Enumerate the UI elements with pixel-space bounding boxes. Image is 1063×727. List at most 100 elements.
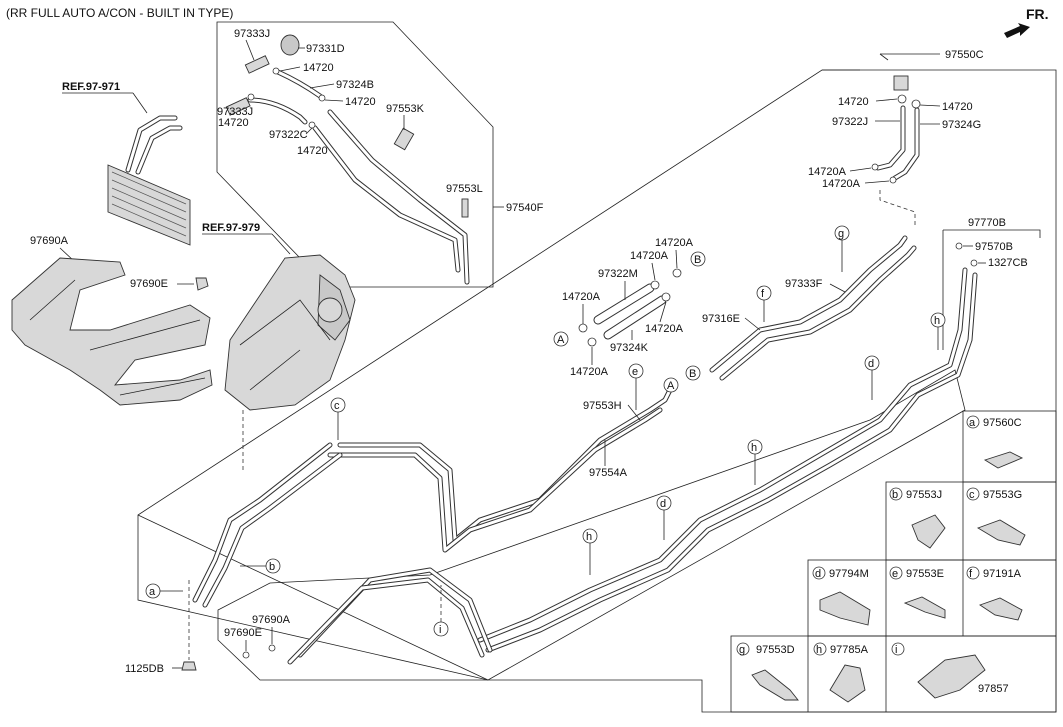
clip-97553G-icon [976,519,1026,546]
oring-14720-c [247,93,255,101]
grommet-97857-icon [917,654,986,699]
label-14720-b: 14720 [345,96,376,108]
label-97690E-l: 97690E [224,627,262,639]
legend-97560C: 97560C [983,417,1022,429]
label-97322C: 97322C [269,129,308,141]
svg-text:f: f [761,288,765,300]
label-14720-d: 14720 [297,145,328,157]
cap-97550C [893,75,909,91]
clip-97553L [461,198,469,218]
oring-97690A-r [955,242,963,250]
cap-97331D [280,34,300,56]
hvac-unit [224,254,356,411]
svg-text:b: b [269,561,275,573]
label-14720-a: 14720 [303,62,334,74]
svg-text:d: d [660,498,666,510]
ref-97-971: REF.97-971 [62,81,120,93]
oring-14720-e [897,94,907,104]
main-outline-box [137,69,1057,713]
inset-box-97540F [216,21,494,288]
label-14720A-a: 14720A [808,166,847,178]
clip-1327CB [195,277,209,291]
svg-text:a: a [969,417,976,429]
label-97322M: 97322M [598,268,638,280]
label-97550C: 97550C [945,49,984,61]
svg-text:c: c [334,400,340,412]
legend-97857: 97857 [978,683,1009,695]
oring-14720A-g [587,337,597,347]
svg-text:b: b [892,489,898,501]
label-14720A-d: 14720A [630,250,669,262]
oring-14720-d [308,121,316,129]
duct-97570B [11,257,213,406]
legend-97553J: 97553J [906,489,942,501]
label-97324B: 97324B [336,79,374,91]
label-97690A-l: 97690A [252,614,291,626]
label-14720-f: 14720 [942,101,973,113]
svg-text:h: h [934,315,940,327]
bracket-97191A-icon [978,597,1023,621]
svg-text:e: e [892,568,898,580]
svg-text:g: g [739,644,745,656]
svg-text:g: g [838,228,844,240]
legend-97553E: 97553E [906,568,944,580]
label-14720-e: 14720 [838,96,869,108]
label-1125DB: 1125DB [125,663,164,675]
legend-97553D: 97553D [756,644,795,656]
clip-97794M-icon [819,591,871,626]
svg-text:i: i [895,644,897,656]
svg-text:h: h [816,644,822,656]
svg-text:c: c [969,489,975,501]
label-14720A-g: 14720A [570,366,609,378]
oring-14720-a [272,67,280,75]
oring-14720A-e [672,268,682,278]
oring-14720A-d [650,280,660,290]
label-97553K: 97553K [386,103,425,115]
svg-text:e: e [632,366,638,378]
label-97322J: 97322J [832,116,868,128]
bracket-97553D-icon [751,669,799,701]
label-97333J-mid: 97333J [217,106,253,118]
oring-14720-b [318,94,326,102]
svg-text:A: A [667,380,675,392]
label-97770B: 97770B [968,217,1006,229]
label-97553L: 97553L [446,183,483,195]
clip-97553K [393,127,415,151]
label-97316E: 97316E [702,313,740,325]
bolt-1125DB [181,661,197,671]
label-14720A-f: 14720A [645,323,684,335]
svg-text:B: B [689,368,696,380]
oring-14720A-f [661,292,671,302]
label-97554A: 97554A [589,467,628,479]
fitting-97333J-top [244,55,270,74]
legend-97785A: 97785A [830,644,869,656]
svg-text:f: f [969,568,973,580]
label-97331D: 97331D [306,43,345,55]
svg-text:h: h [586,531,592,543]
svg-text:d: d [815,568,821,580]
legend-grid: a 97560C b 97553J c 97553G d 97794M e 97… [730,410,1057,713]
label-97324K: 97324K [610,342,649,354]
oring-14720A-c [578,323,588,333]
lower-outline [217,369,966,681]
label-97690A-r: 97570B [975,241,1013,253]
fitting-97333J-mid [225,97,251,116]
oring-97690E-l [242,651,250,659]
legend-97191A: 97191A [983,568,1022,580]
svg-text:B: B [694,254,701,266]
label-97553H: 97553H [583,400,622,412]
heater-core [107,115,191,246]
oring-97690A-l [268,644,276,652]
oring-14720A-b [889,176,897,184]
svg-text:h: h [751,442,757,454]
clip-97785A-icon [829,664,866,703]
oring-14720A-a [871,163,879,171]
pad-97560C-icon [983,451,1024,469]
diagram-title: (RR FULL AUTO A/CON - BUILT IN TYPE) [6,6,233,20]
legend-97794M: 97794M [829,568,869,580]
svg-text:A: A [557,334,565,346]
bracket-97553E-icon [903,596,946,619]
svg-text:d: d [868,358,874,370]
oring-14720-f [911,99,921,109]
front-arrow-icon [1004,23,1030,38]
